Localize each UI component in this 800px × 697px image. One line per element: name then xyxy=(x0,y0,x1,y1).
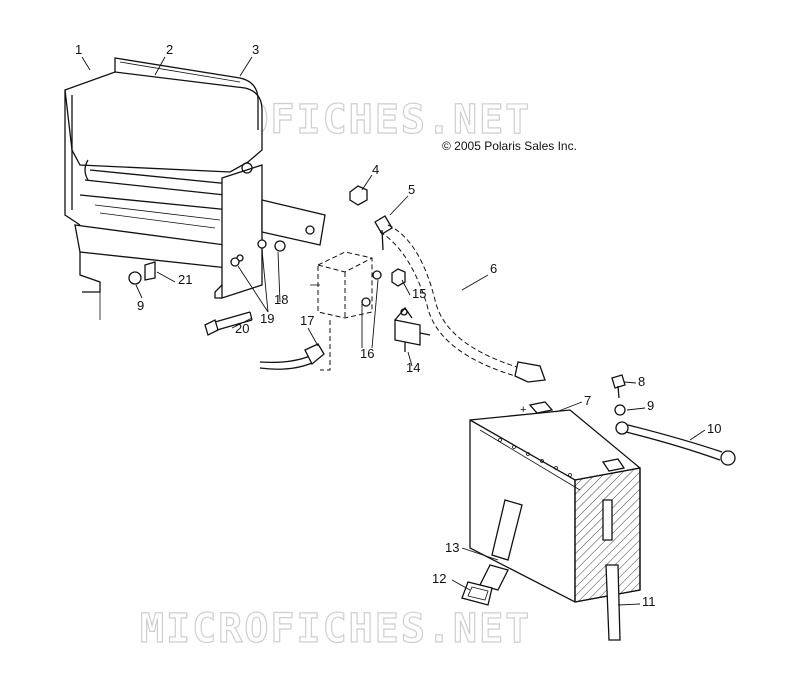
callout-9-tray: 9 xyxy=(137,298,144,313)
callout-6: 6 xyxy=(490,261,497,276)
callout-1: 1 xyxy=(75,42,82,57)
callout-labels: 1 2 3 4 5 6 7 8 9 10 11 12 13 14 15 16 1… xyxy=(75,42,721,609)
component-14 xyxy=(394,306,431,352)
callout-4: 4 xyxy=(372,162,379,177)
callout-19: 19 xyxy=(260,311,274,326)
callout-10: 10 xyxy=(707,421,721,436)
callout-17: 17 xyxy=(300,313,314,328)
battery-box-cover xyxy=(64,57,263,226)
copyright-text: © 2005 Polaris Sales Inc. xyxy=(442,139,577,153)
callout-12: 12 xyxy=(432,571,446,586)
callout-8: 8 xyxy=(638,374,645,389)
callout-3: 3 xyxy=(252,42,259,57)
callout-9-battery: 9 xyxy=(647,398,654,413)
positive-cable xyxy=(374,215,546,383)
leader-lines xyxy=(81,56,706,606)
callout-21: 21 xyxy=(178,272,192,287)
battery-polarity: + xyxy=(520,404,526,416)
callout-15: 15 xyxy=(412,286,426,301)
callout-18: 18 xyxy=(274,292,288,307)
solenoid-bracket xyxy=(310,251,373,371)
callout-5: 5 xyxy=(408,182,415,197)
callout-16: 16 xyxy=(360,346,374,361)
callout-20: 20 xyxy=(235,321,249,336)
callout-7: 7 xyxy=(584,393,591,408)
callout-11: 11 xyxy=(642,594,656,609)
negative-cable xyxy=(611,374,736,466)
callout-2: 2 xyxy=(166,42,173,57)
callout-13: 13 xyxy=(445,540,459,555)
battery: + xyxy=(469,401,641,603)
hardware xyxy=(128,185,406,336)
battery-strap xyxy=(461,499,523,606)
vent-tube xyxy=(602,499,621,641)
cable-17 xyxy=(259,343,325,370)
watermark-bottom: MICROFICHES.NET xyxy=(140,606,531,652)
callout-14: 14 xyxy=(406,360,420,375)
